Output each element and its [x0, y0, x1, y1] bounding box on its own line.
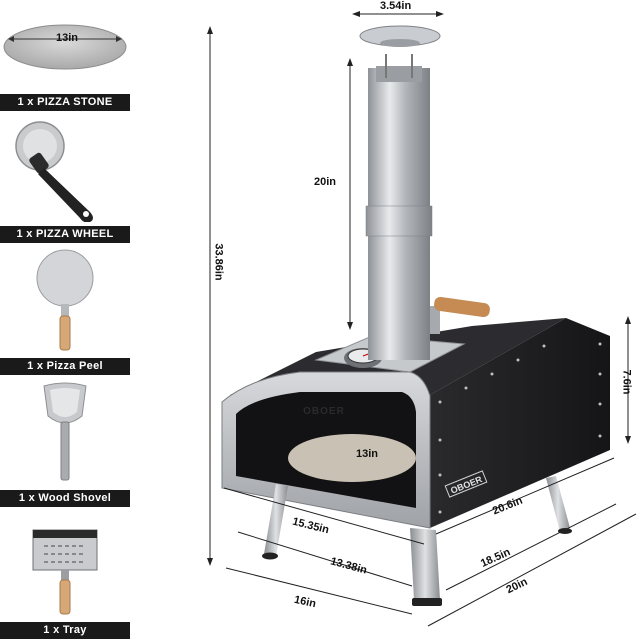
tray-image [32, 529, 98, 615]
dim-chimney-height: 20in [314, 176, 337, 188]
pizza-stone-label: 1 x PIZZA STONE [0, 94, 130, 111]
back-legs [546, 476, 572, 534]
wood-shovel-label: 1 x Wood Shovel [0, 490, 130, 507]
wood-handle [430, 296, 490, 334]
body-rivets [438, 342, 602, 514]
pizza-wheel-image [15, 121, 93, 222]
front-logo: OBOER [303, 406, 345, 417]
dim-body-height: 7.6in [620, 369, 633, 395]
chimney [359, 25, 441, 360]
dimension-lines [209, 13, 637, 627]
pizza-peel-label: 1 x Pizza Peel [0, 358, 130, 375]
dimension-arrowheads [207, 11, 631, 566]
pizza-stone-size: 13in [56, 32, 79, 44]
oven-side-panel [430, 318, 610, 528]
wood-shovel-image [43, 382, 87, 481]
pizza-stone-image [3, 24, 127, 70]
dim-stone-inner: 13in [356, 448, 379, 460]
inner-pizza-stone [288, 434, 416, 482]
dim-total-height: 33.86in [212, 243, 225, 281]
pizza-peel-image [36, 249, 94, 351]
pizza-wheel-label: 1 x PIZZA WHEEL [0, 226, 130, 243]
tray-label: 1 x Tray [0, 622, 130, 639]
front-legs [262, 484, 442, 606]
dim-chimney-width: 3.54in [380, 0, 412, 12]
